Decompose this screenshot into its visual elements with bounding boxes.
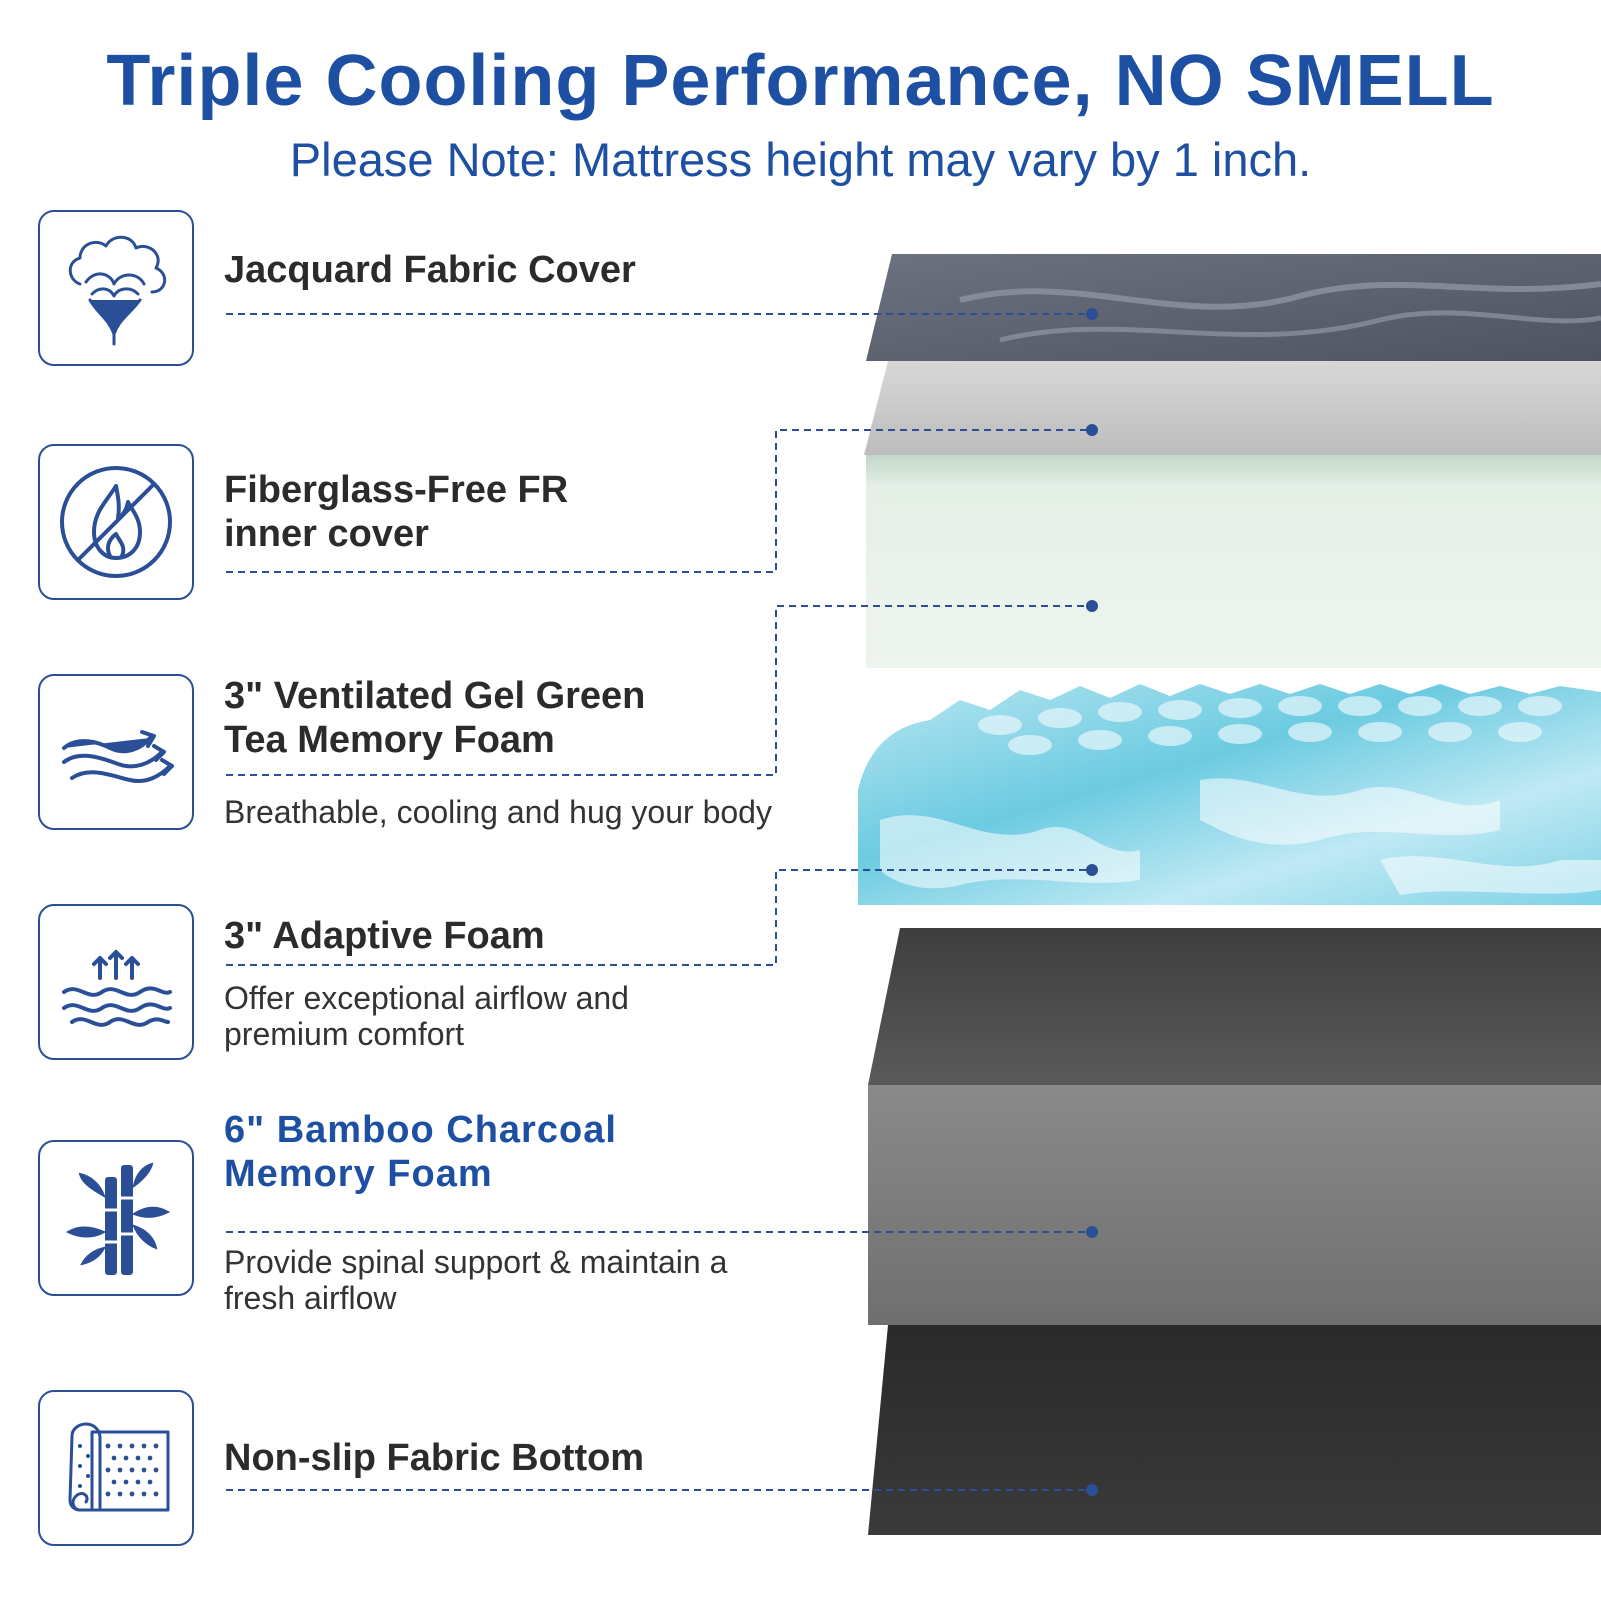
page-title: Triple Cooling Performance, NO SMELL	[106, 41, 1495, 121]
charcoal-foam-top	[868, 928, 1601, 1085]
leader-dot	[1086, 308, 1098, 320]
bamboo-icon-box	[38, 1140, 194, 1296]
cotton-icon-box	[38, 210, 194, 366]
non-slip-bottom-layer	[868, 1325, 1601, 1535]
heat-waves-icon	[62, 950, 172, 1027]
fabric-roll-icon	[68, 1422, 170, 1512]
leader-dot	[1086, 600, 1098, 612]
layer-label-inner-cover-text: Fiberglass-Free FR inner cover	[224, 469, 569, 555]
page-subtitle: Please Note: Mattress height may vary by…	[289, 133, 1312, 186]
green-tea-foam-layer	[866, 455, 1601, 668]
airflow-icon	[62, 730, 174, 783]
cotton-icon	[68, 235, 167, 346]
no-fire-icon	[60, 466, 172, 578]
layer-label-bottom: Non-slip Fabric Bottom	[224, 1437, 645, 1479]
layer-label-adaptive-foam: 3" Adaptive Foam	[224, 915, 545, 957]
layer-label-inner-cover: Fiberglass-Free FR inner cover	[224, 468, 604, 556]
leader-dot	[1086, 424, 1098, 436]
no-fire-icon-box	[38, 444, 194, 600]
leader-dot	[1086, 1226, 1098, 1238]
charcoal-foam-front	[868, 1085, 1601, 1325]
leader-line-gel-foam	[226, 605, 1092, 776]
inner-cover-layer	[864, 361, 1601, 455]
layer-label-charcoal-foam-text: 6" Bamboo Charcoal Memory Foam	[224, 1109, 617, 1195]
layer-desc-adaptive-foam: Offer exceptional airflow and premium co…	[224, 980, 629, 1052]
cover-pattern	[959, 281, 1601, 310]
gel-foam-marbling	[880, 778, 1601, 895]
gel-foam-bumps	[978, 696, 1562, 755]
layer-label-charcoal-foam: 6" Bamboo Charcoal Memory Foam	[224, 1108, 704, 1196]
leader-dot	[1086, 1484, 1098, 1496]
leader-dot	[1086, 864, 1098, 876]
layer-desc-charcoal-foam: Provide spinal support & maintain a fres…	[224, 1244, 728, 1316]
layer-label-gel-foam: 3" Ventilated Gel Green Tea Memory Foam	[224, 674, 704, 762]
airflow-icon-box	[38, 674, 194, 830]
layer-desc-gel-foam: Breathable, cooling and hug your body	[224, 794, 772, 830]
layer-label-gel-foam-text: 3" Ventilated Gel Green Tea Memory Foam	[224, 675, 646, 761]
cover-pattern	[999, 310, 1601, 343]
layer-label-cover: Jacquard Fabric Cover	[224, 249, 636, 291]
heat-waves-icon-box	[38, 904, 194, 1060]
fabric-roll-icon-box	[38, 1390, 194, 1546]
bamboo-icon	[65, 1162, 171, 1275]
